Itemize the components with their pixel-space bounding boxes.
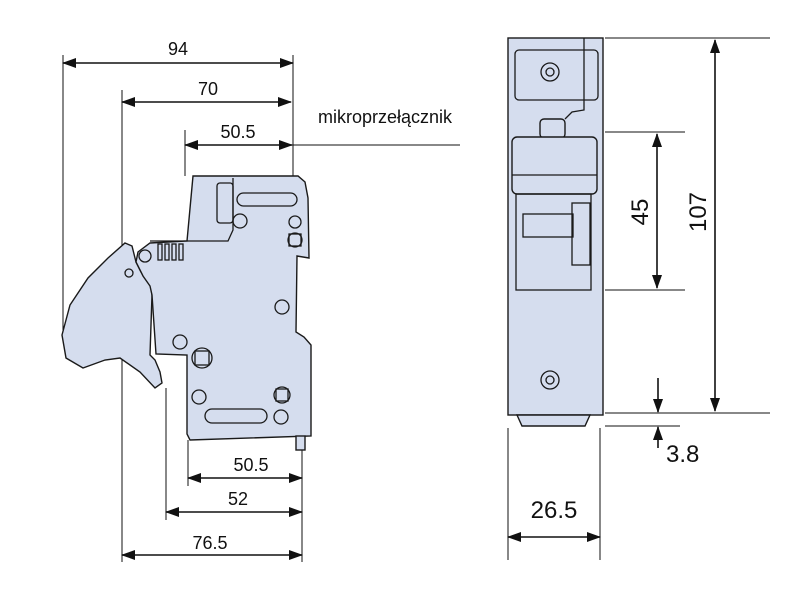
dimension-label: 94 xyxy=(168,39,188,59)
front-view-extension-lines xyxy=(507,37,770,560)
microswitch-callout: mikroprzełącznik xyxy=(318,107,453,127)
dimension-26-5: 26.5 xyxy=(507,497,601,542)
dimension-76-5: 76.5 xyxy=(121,533,303,560)
dimension-bottom-50-5: 50.5 xyxy=(187,455,303,483)
side-view-device xyxy=(61,175,312,451)
dimension-70: 70 xyxy=(121,79,292,107)
dimension-label: 107 xyxy=(685,192,712,232)
dimension-label: 50.5 xyxy=(233,455,268,475)
dimension-label: 50.5 xyxy=(220,122,255,142)
dimension-3-8: 3.8 xyxy=(653,378,699,468)
dimension-label: 52 xyxy=(228,489,248,509)
dimension-label: 26.5 xyxy=(531,497,578,524)
dimension-label: 45 xyxy=(627,199,654,226)
dimension-94: 94 xyxy=(62,39,294,68)
dimension-52: 52 xyxy=(165,489,303,517)
dimension-label: 3.8 xyxy=(666,441,699,468)
dimension-top-50-5: 50.5 xyxy=(184,122,460,150)
dimension-label: 70 xyxy=(198,79,218,99)
front-view-device xyxy=(507,37,604,427)
dimension-107: 107 xyxy=(685,39,720,412)
dimension-45: 45 xyxy=(627,133,662,289)
dimension-label: 76.5 xyxy=(192,533,227,553)
body-outline xyxy=(135,175,312,441)
